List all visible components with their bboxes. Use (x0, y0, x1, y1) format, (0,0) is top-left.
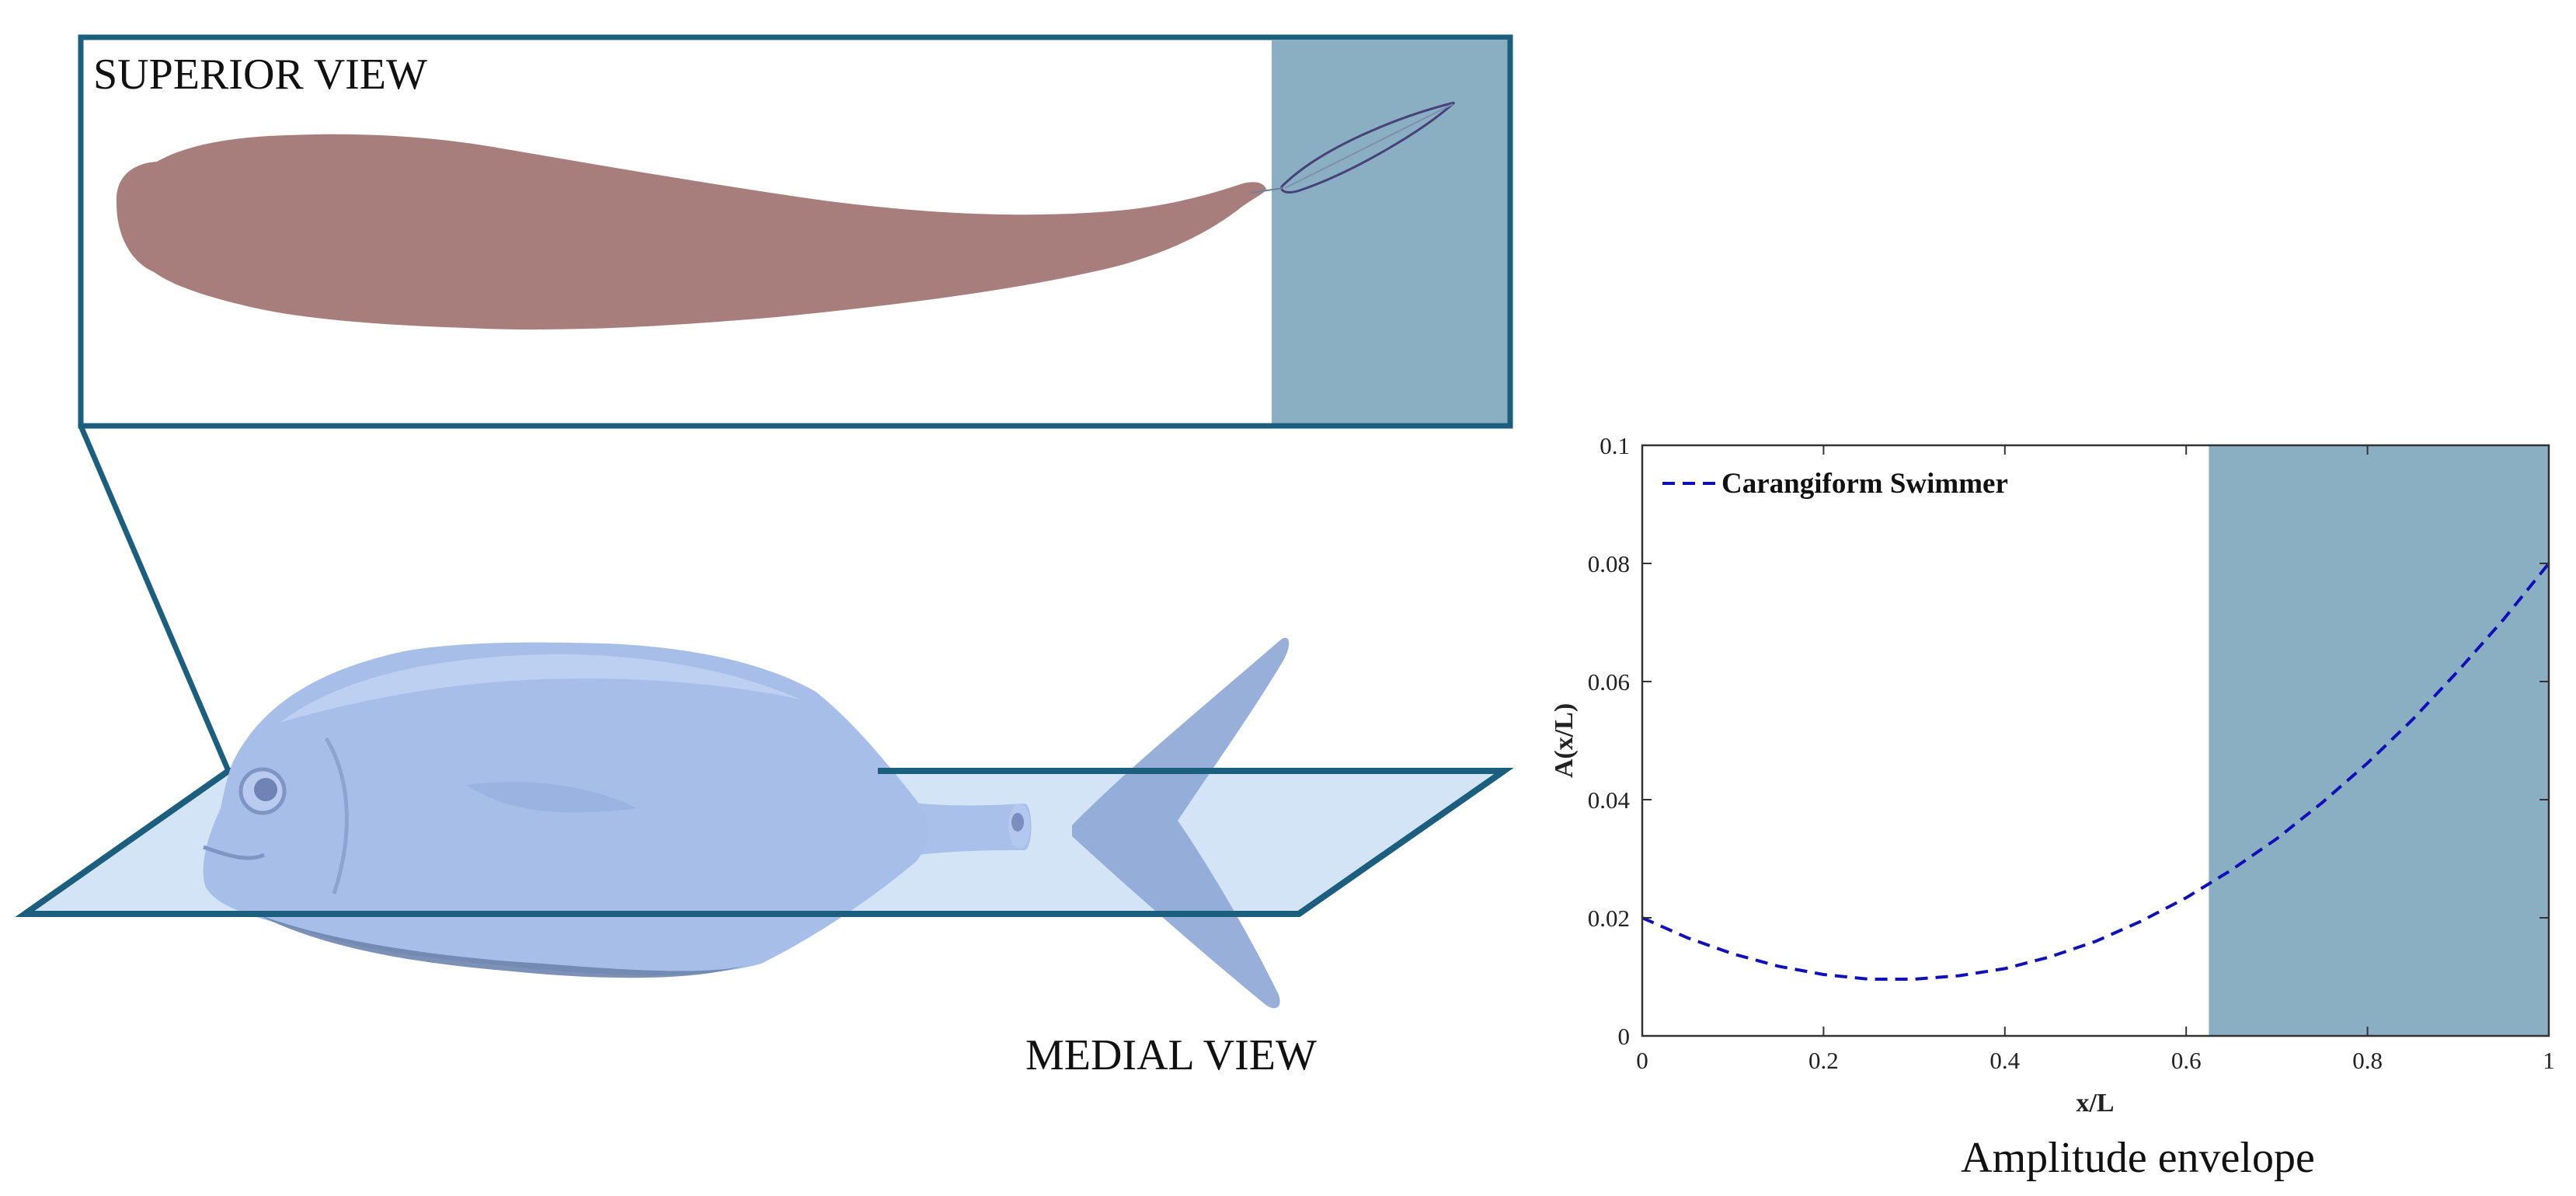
fish-caudal-peduncle (893, 800, 1032, 858)
fish-gill-line (324, 737, 349, 894)
y-tick-label: 0 (1618, 1023, 1631, 1050)
chart-ticks (1641, 445, 2550, 1037)
x-tick-label: 0.2 (1808, 1047, 1839, 1074)
chart-legend: Carangiform Swimmer (1662, 468, 2008, 500)
projection-line (78, 424, 231, 772)
plane-right-edge (1297, 768, 1506, 917)
fish-pectoral-fin (466, 782, 637, 813)
fish-back-highlight (280, 654, 800, 723)
y-axis-label: A(x/L) (1550, 703, 1579, 778)
legend-label: Carangiform Swimmer (1721, 468, 2008, 500)
medial-view-label: MEDIAL VIEW (1025, 1031, 1317, 1079)
x-tick-label: 0 (1636, 1047, 1648, 1074)
x-tick-label: 1 (2543, 1047, 2555, 1074)
tail-connector (1250, 187, 1284, 194)
peduncle-end (1011, 813, 1024, 832)
chart-shaded-region (2209, 445, 2549, 1036)
tail-fin-outline (1280, 101, 1456, 194)
x-tick-label: 0.8 (2352, 1047, 2383, 1074)
chart-tick-labels: 0 0.2 0.4 0.6 0.8 1 0 0.02 0.04 0.06 0.08 0.1 (1588, 432, 2555, 1074)
y-tick-label: 0.1 (1600, 432, 1630, 459)
chart-axes-box (1641, 444, 2550, 1037)
medial-view: MEDIAL VIEW (15, 637, 1514, 1079)
superior-view-panel: SUPERIOR VIEW (78, 34, 1513, 429)
superior-view-label: SUPERIOR VIEW (93, 51, 427, 99)
y-tick-label: 0.04 (1588, 786, 1631, 814)
fish-mouth (203, 845, 266, 860)
x-tick-label: 0.6 (2171, 1047, 2202, 1074)
superior-view-frame (78, 34, 1513, 429)
superior-view-shaded-region (1272, 40, 1508, 424)
series-carangiform-swimmer-line (1641, 562, 2550, 981)
fish-belly-shadow (256, 914, 746, 978)
fish-eye-icon (238, 767, 287, 815)
x-axis-label: x/L (2076, 1089, 2114, 1118)
y-tick-label: 0.08 (1588, 550, 1630, 577)
tail-fin-chord (1284, 103, 1453, 189)
y-tick-label: 0.02 (1588, 905, 1630, 932)
amplitude-chart: 0 0.2 0.4 0.6 0.8 1 0 0.02 0.04 0.06 0.08 0.1 Caran… (1550, 432, 2555, 1182)
fish-superior-silhouette (116, 134, 1267, 330)
x-tick-label: 0.4 (1989, 1047, 2020, 1074)
chart-caption: Amplitude envelope (1961, 1134, 2315, 1182)
y-tick-label: 0.06 (1588, 668, 1630, 696)
